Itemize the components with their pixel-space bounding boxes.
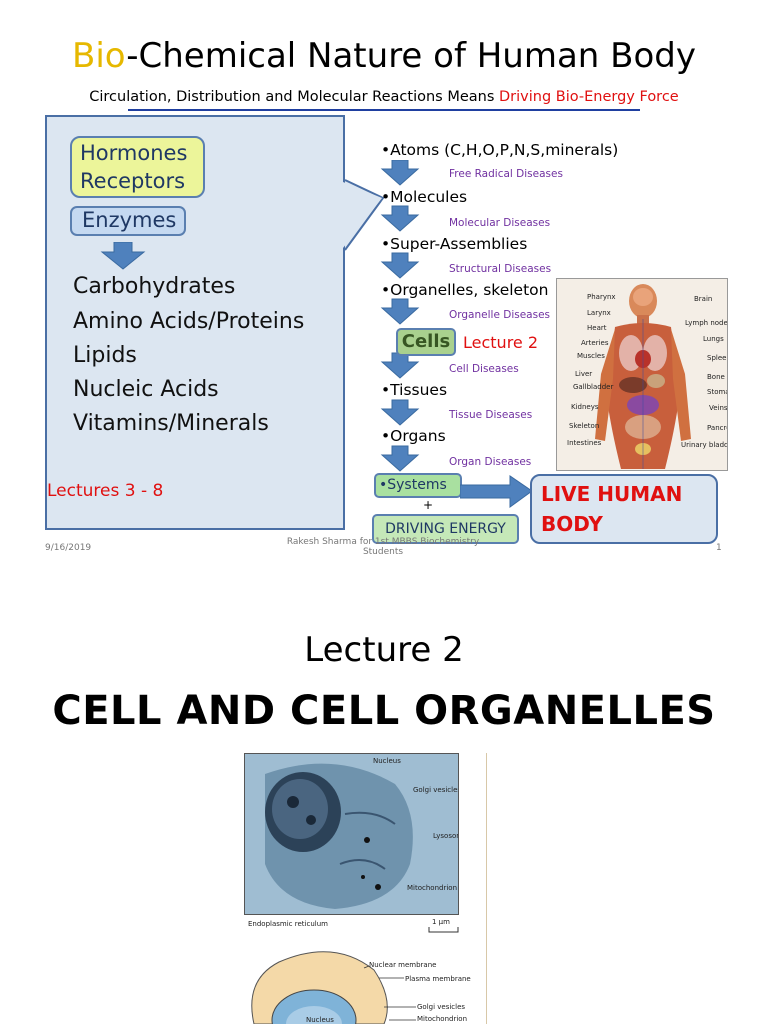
- diagram-label: Nucleus: [306, 1016, 334, 1024]
- enzymes-box: Enzymes: [70, 206, 186, 236]
- plus-sign: +: [423, 498, 434, 512]
- biomolecule-item: Vitamins/Minerals: [73, 411, 269, 436]
- lecture-number: Lecture 2: [304, 630, 464, 670]
- diagram-label: Plasma membrane: [405, 975, 471, 983]
- right-arrow-icon: [460, 475, 533, 508]
- level-molecules: •Molecules: [381, 188, 468, 206]
- anatomy-label: Pancreas: [707, 424, 727, 432]
- human-body-illustration: [595, 284, 691, 469]
- level-super-assemblies: •Super-Assemblies: [381, 235, 528, 253]
- disease-label: Structural Diseases: [449, 263, 552, 275]
- disease-label: Organelle Diseases: [449, 309, 551, 321]
- micrograph-label: Endoplasmic reticulum: [248, 920, 328, 928]
- systems-box: •Systems: [374, 473, 462, 498]
- electron-micrograph-image: Nucleus Golgi vesicles Lysosome Mitochon…: [244, 753, 459, 915]
- disease-label: Molecular Diseases: [449, 217, 551, 229]
- anatomy-label: Veins: [709, 404, 728, 412]
- anatomy-label: Liver: [575, 370, 593, 378]
- lecture-heading: CELL AND CELL ORGANELLES: [52, 688, 716, 734]
- anatomy-label: Heart: [587, 324, 607, 332]
- panel-overlay: [343, 182, 382, 248]
- anatomy-label: Lungs: [703, 335, 724, 343]
- micrograph-illustration: [245, 754, 458, 914]
- slide-title: Bio-Chemical Nature of Human Body: [72, 36, 696, 76]
- diagram-label: Nuclear membrane: [369, 961, 437, 969]
- live-human-body-box: LIVE HUMAN BODY: [530, 474, 718, 544]
- disease-label: Organ Diseases: [449, 456, 532, 468]
- disease-label: Tissue Diseases: [449, 409, 533, 421]
- footer-author: Rakesh Sharma for 1st MBBS Biochemistry …: [286, 537, 480, 557]
- disease-label: Free Radical Diseases: [449, 168, 563, 180]
- anatomy-label: Pharynx: [587, 293, 616, 301]
- anatomy-label: Bone marrow: [707, 373, 727, 381]
- down-arrow-icon: [100, 242, 146, 270]
- anatomy-label: Lymph nodes: [685, 319, 728, 327]
- micrograph-label: Golgi vesicles: [413, 786, 459, 794]
- human-body-anatomy-image: Pharynx Larynx Heart Arteries Muscles Li…: [556, 278, 728, 471]
- scale-bar-icon: [428, 927, 459, 933]
- footer-page-number: 1: [716, 543, 722, 553]
- footer-date: 9/16/2019: [45, 543, 92, 553]
- scale-bar-label: 1 µm: [432, 918, 450, 926]
- anatomy-label: Muscles: [577, 352, 605, 360]
- cell-diagram-illustration: [251, 951, 416, 1024]
- micrograph-label: Lysosome: [433, 832, 458, 840]
- micrograph-label: Nucleus: [373, 757, 401, 765]
- level-organelles: •Organelles, skeleton: [381, 281, 549, 299]
- biomolecule-item: Lipids: [73, 343, 137, 368]
- cells-box: Cells: [396, 328, 456, 356]
- level-tissues: •Tissues: [381, 381, 448, 399]
- anatomy-label: Kidneys: [571, 403, 599, 411]
- driving-energy-box: DRIVING ENERGY: [372, 514, 519, 544]
- biomolecule-item: Nucleic Acids: [73, 377, 219, 402]
- anatomy-label: Stomach: [707, 388, 727, 396]
- diagram-label: Mitochondrion: [417, 1015, 468, 1023]
- lecture-2-label: Lecture 2: [463, 333, 539, 352]
- biomolecule-item: Amino Acids/Proteins: [73, 309, 305, 334]
- slide-subtitle: Circulation, Distribution and Molecular …: [89, 89, 679, 105]
- anatomy-label: Brain: [694, 295, 713, 303]
- disease-label: Cell Diseases: [449, 363, 519, 375]
- anatomy-label: Larynx: [587, 309, 611, 317]
- level-organs: •Organs: [381, 427, 446, 445]
- anatomy-label: Urinary bladder: [681, 441, 728, 449]
- anatomy-label: Gallbladder: [573, 383, 614, 391]
- hierarchy-arrows: [380, 160, 420, 472]
- biomolecule-item: Carbohydrates: [73, 274, 236, 299]
- anatomy-label: Arteries: [581, 339, 609, 347]
- micrograph-label: Mitochondrion: [407, 884, 458, 892]
- anatomy-label: Spleen: [707, 354, 727, 362]
- anatomy-label: Intestines: [567, 439, 602, 447]
- lectures-label: Lectures 3 - 8: [47, 481, 164, 501]
- diagram-label: Golgi vesicles: [417, 1003, 466, 1011]
- anatomy-label: Skeleton: [569, 422, 600, 430]
- slide-1: Bio-Chemical Nature of Human Body Circul…: [45, 36, 728, 557]
- level-atoms: •Atoms (C,H,O,P,N,S,minerals): [381, 141, 619, 159]
- hormones-receptors-box: Hormones Receptors: [70, 136, 205, 198]
